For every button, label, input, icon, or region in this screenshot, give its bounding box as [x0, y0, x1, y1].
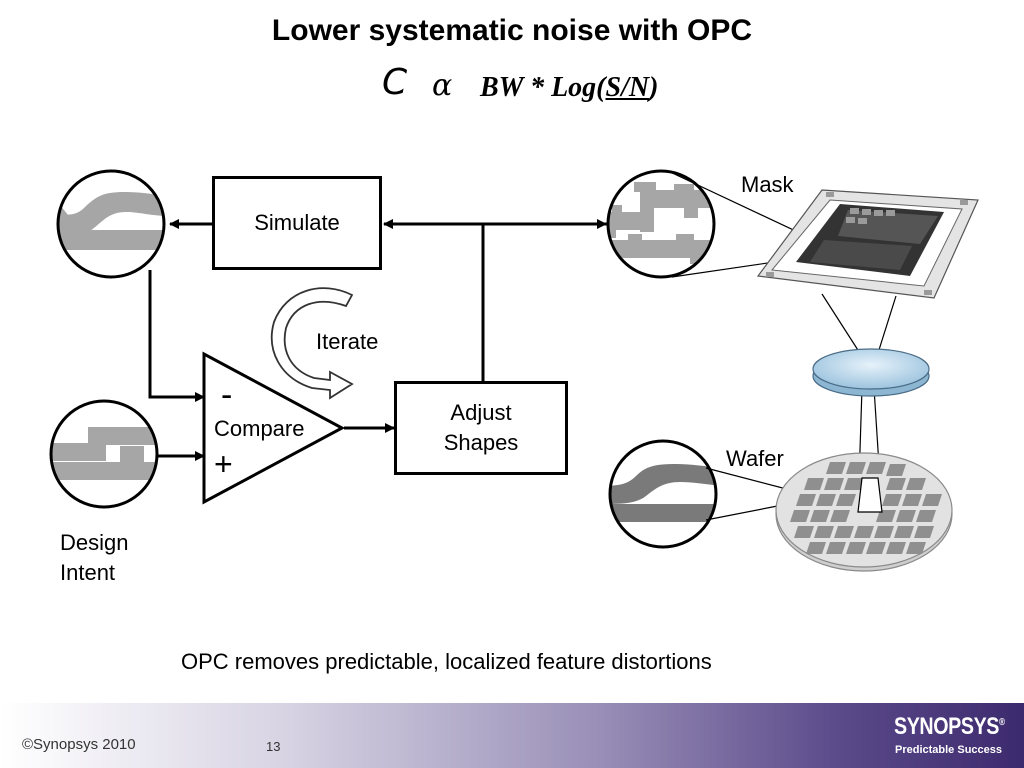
mask-pattern-circle	[606, 169, 716, 279]
design-intent-circle	[49, 399, 159, 509]
logo-text: SYNOPSYS	[894, 713, 999, 740]
compare-plus-sign: +	[214, 446, 233, 482]
logo-registered-mark: ®	[998, 717, 1005, 728]
logo-tagline: Predictable Success	[895, 744, 1003, 756]
wafer-label: Wafer	[726, 446, 784, 471]
slide-caption: OPC removes predictable, localized featu…	[181, 649, 712, 674]
formula-suffix: )	[649, 72, 659, 103]
design-intent-label: Design Intent	[60, 528, 128, 588]
synopsys-logo: SYNOPSYS®	[894, 713, 1005, 741]
arrow-simulated-to-compare-minus	[148, 270, 205, 402]
formula-sn: S/N	[605, 72, 650, 103]
mask-label: Mask	[741, 172, 794, 197]
iterate-arrow-icon	[270, 287, 354, 400]
iterate-label: Iterate	[316, 329, 379, 354]
wafer-dies	[790, 462, 942, 554]
shapes-label: Shapes	[443, 430, 519, 455]
exposed-die	[857, 477, 883, 513]
compare-label: Compare	[214, 416, 305, 441]
formula-expression: BW * Log(S/N)	[480, 72, 658, 104]
connector-lines	[148, 219, 608, 461]
simulate-label: Simulate	[254, 210, 340, 235]
capacity-formula: C α BW * Log(S/N)	[380, 62, 720, 112]
photomask-icon	[756, 189, 979, 299]
formula-alpha: α	[432, 68, 453, 103]
footer-bar	[0, 703, 1024, 768]
slide-title: Lower systematic noise with OPC	[271, 14, 753, 47]
design-intent-line2: Intent	[60, 560, 116, 585]
adjust-label: Adjust	[450, 400, 512, 425]
design-intent-line1: Design	[60, 530, 129, 555]
simulated-pattern-circle	[56, 169, 166, 279]
simulate-box: Simulate	[212, 176, 382, 270]
opc-flow-diagram	[49, 169, 979, 572]
footer-copyright: ©Synopsys 2010	[22, 736, 136, 753]
compare-triangle	[202, 351, 346, 505]
formula-prefix: BW * Log(	[480, 72, 606, 103]
formula-c: C	[382, 62, 408, 103]
lens-icon	[812, 348, 930, 397]
page-number: 13	[266, 739, 281, 754]
wafer-icon	[775, 452, 953, 572]
adjust-shapes-box: Adjust Shapes	[394, 381, 568, 475]
wafer-pattern-circle	[608, 439, 718, 549]
compare-minus-sign: -	[221, 376, 233, 414]
